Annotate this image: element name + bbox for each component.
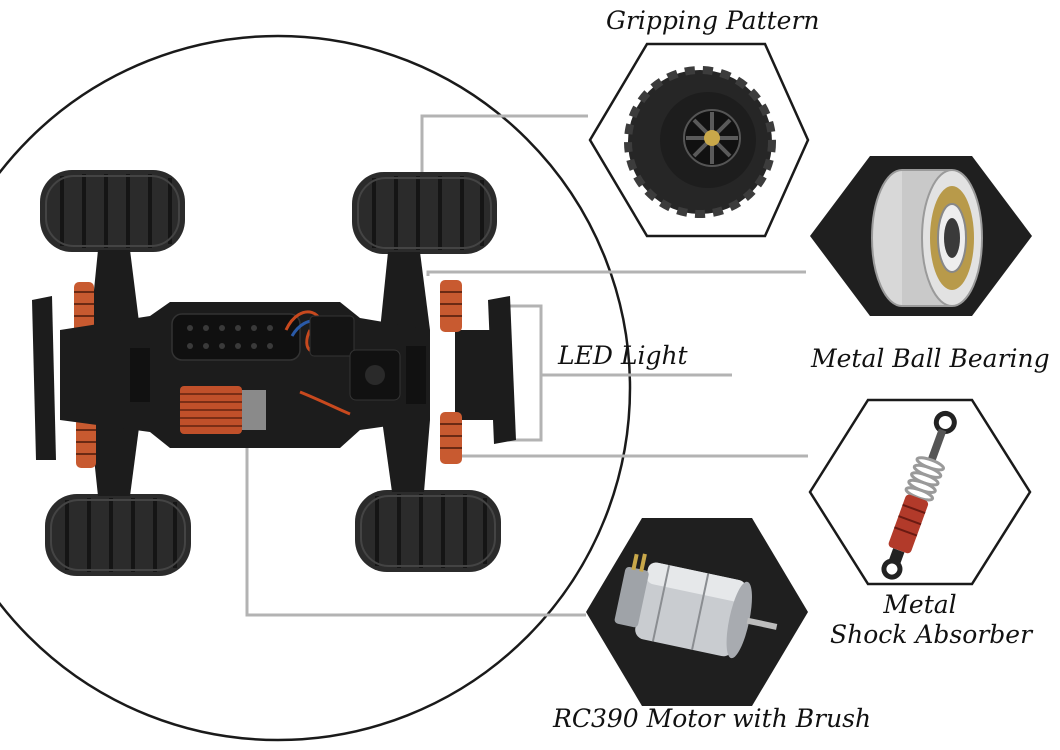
- label-rc390-motor: RC390 Motor with Brush: [553, 704, 872, 733]
- tire-icon: [624, 66, 776, 218]
- hexagon-metal-ball-bearing: [810, 156, 1032, 316]
- label-metal-shock-absorber-line1: Metal: [883, 590, 957, 619]
- label-metal-ball-bearing: Metal Ball Bearing: [811, 344, 1050, 373]
- label-metal-shock-absorber-line2: Shock Absorber: [830, 620, 1033, 649]
- rear-shock-bottom-icon: [76, 418, 96, 468]
- label-gripping-pattern: Gripping Pattern: [606, 6, 820, 35]
- hexagon-gripping-pattern: [588, 42, 810, 238]
- hexagon-metal-shock-absorber: [808, 398, 1032, 586]
- rear-shock-top-icon: [74, 282, 94, 334]
- leader-line-led: [505, 304, 543, 442]
- rc-truck-chassis-icon: [32, 170, 516, 576]
- leader-line-bearing: [426, 270, 806, 276]
- tire-front-right-icon: [352, 172, 497, 254]
- tire-rear-left-icon: [45, 494, 191, 576]
- shock-absorber-icon: [881, 410, 957, 580]
- tire-front-left-icon: [40, 170, 185, 252]
- ball-bearing-icon: [871, 169, 983, 307]
- tire-rear-right-icon: [355, 490, 501, 572]
- battery-pack-icon: [171, 313, 301, 361]
- main-circle-outline: [0, 34, 632, 742]
- hexagon-rc390-motor: [586, 518, 808, 706]
- esc-icon: [309, 315, 355, 357]
- chassis-motor-icon: [180, 386, 266, 434]
- leader-line-motor: [245, 440, 586, 617]
- front-shock-top-icon: [440, 280, 462, 332]
- brushed-motor-icon: [614, 553, 778, 659]
- label-led-light: LED Light: [558, 341, 688, 370]
- rear-bumper-icon: [32, 296, 56, 460]
- front-shock-bottom-icon: [440, 412, 462, 464]
